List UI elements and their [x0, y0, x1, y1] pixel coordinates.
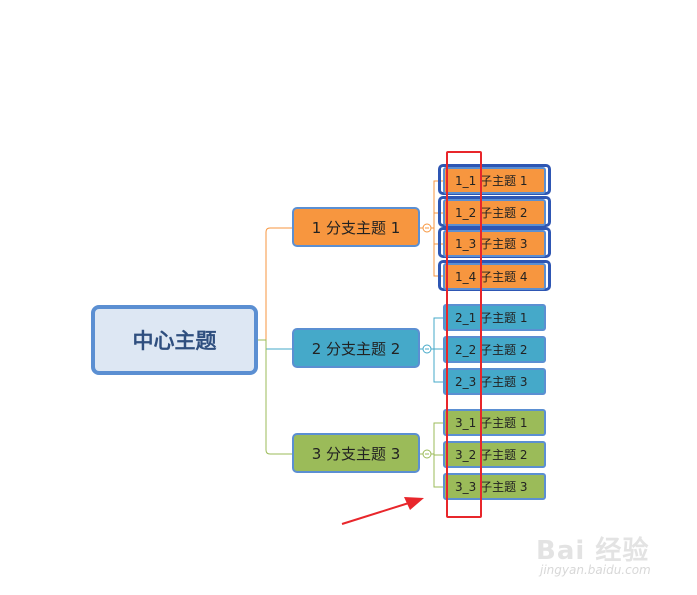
branch-topic-2[interactable]: 2 分支主题 2 — [292, 328, 420, 368]
subtopic-1-3[interactable]: 1_3 子主题 3 — [443, 230, 546, 257]
subtopic-3-2[interactable]: 3_2 子主题 2 — [443, 441, 546, 468]
subtopic-2-3[interactable]: 2_3 子主题 3 — [443, 368, 546, 395]
subtopic-1-1[interactable]: 1_1 子主题 1 — [443, 167, 546, 194]
watermark-url: jingyan.baidu.com — [540, 563, 651, 577]
branch-topic-3[interactable]: 3 分支主题 3 — [292, 433, 420, 473]
watermark-logo: Bai 经验 — [536, 536, 650, 566]
branch-topic-1[interactable]: 1 分支主题 1 — [292, 207, 420, 247]
subtopic-2-2[interactable]: 2_2 子主题 2 — [443, 336, 546, 363]
subtopic-1-2[interactable]: 1_2 子主题 2 — [443, 199, 546, 226]
subtopic-1-4[interactable]: 1_4 子主题 4 — [443, 263, 546, 290]
subtopic-2-1[interactable]: 2_1 子主题 1 — [443, 304, 546, 331]
highlight-box — [446, 151, 482, 518]
subtopic-3-1[interactable]: 3_1 子主题 1 — [443, 409, 546, 436]
central-topic[interactable]: 中心主题 — [91, 305, 258, 375]
subtopic-3-3[interactable]: 3_3 子主题 3 — [443, 473, 546, 500]
